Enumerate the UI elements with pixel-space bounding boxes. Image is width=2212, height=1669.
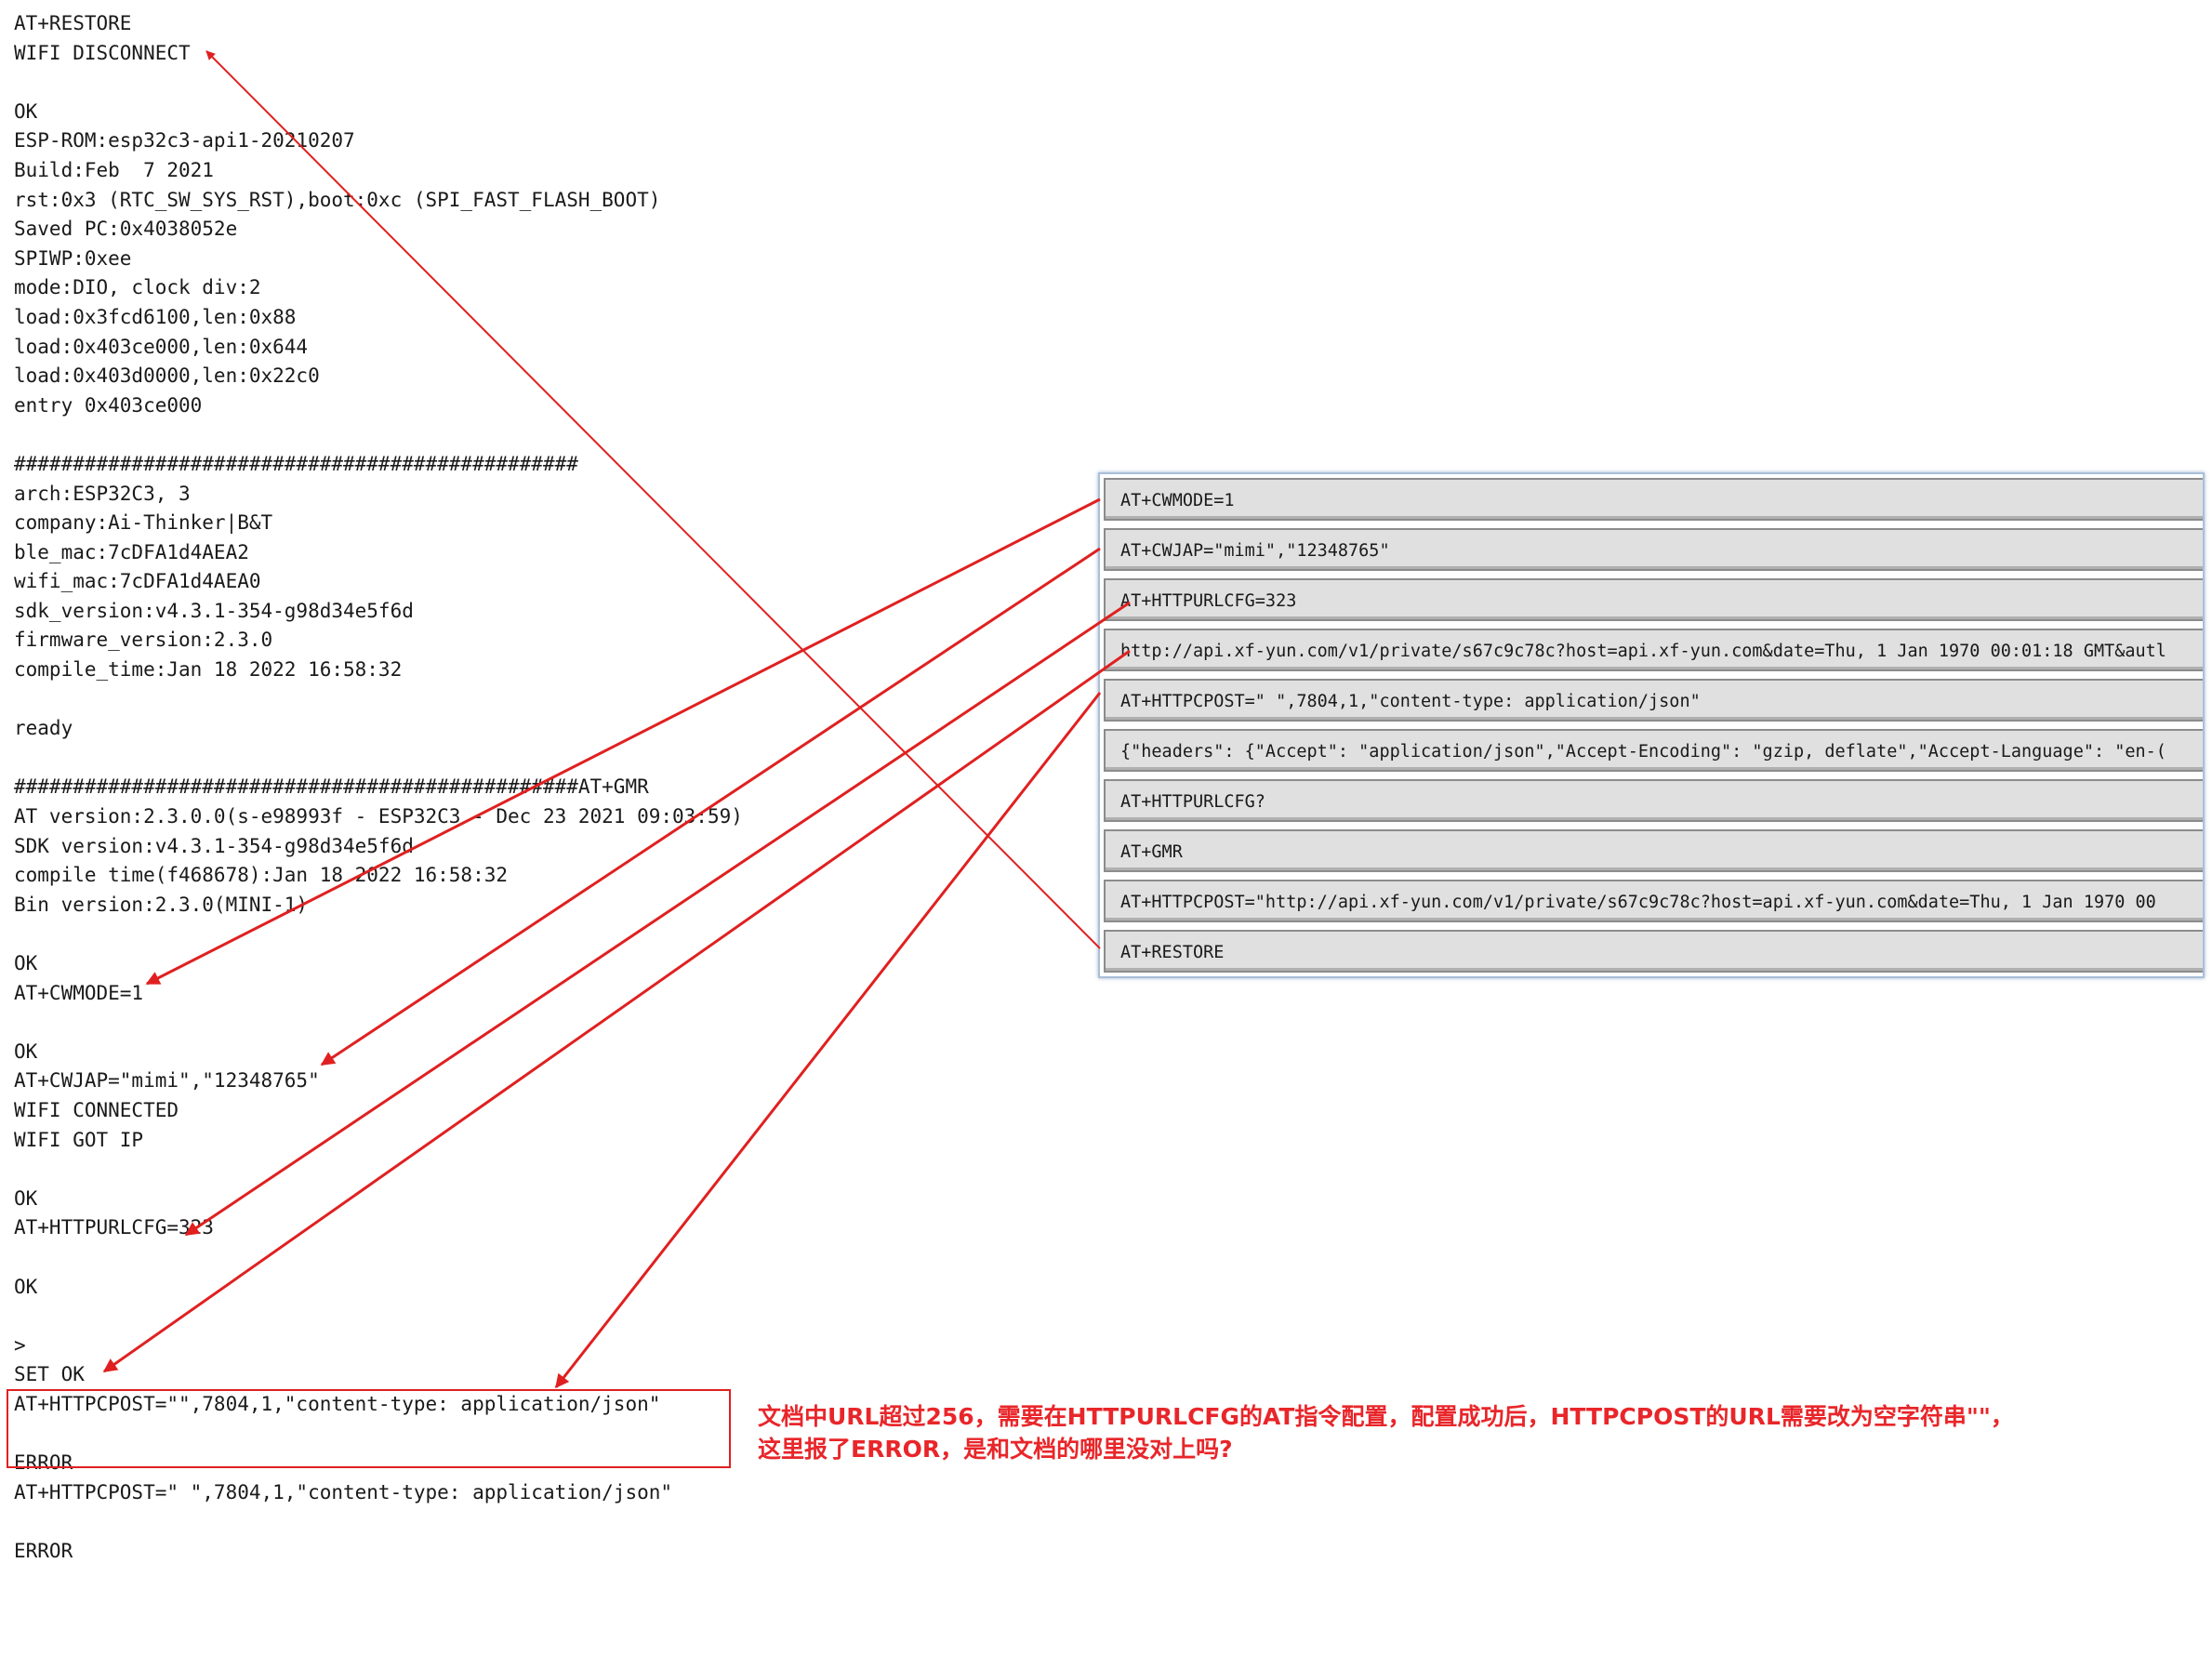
log-line: entry 0x403ce000 bbox=[14, 393, 203, 417]
log-line: load:0x403ce000,len:0x644 bbox=[14, 335, 309, 358]
log-line: SPIWP:0xee bbox=[14, 246, 132, 270]
command-row[interactable]: AT+HTTPURLCFG? bbox=[1104, 779, 2203, 822]
log-line: WIFI DISCONNECT bbox=[14, 41, 191, 64]
log-line: OK bbox=[14, 99, 38, 123]
log-line: mode:DIO, clock div:2 bbox=[14, 276, 261, 299]
log-line: ########################################… bbox=[14, 452, 578, 475]
log-line: WIFI GOT IP bbox=[14, 1128, 144, 1151]
command-row[interactable]: {"headers": {"Accept": "application/json… bbox=[1104, 729, 2203, 772]
command-row[interactable]: AT+HTTPCPOST=" ",7804,1,"content-type: a… bbox=[1104, 679, 2203, 722]
command-row[interactable]: AT+HTTPURLCFG=323 bbox=[1104, 578, 2203, 621]
log-line: OK bbox=[14, 1186, 38, 1210]
log-line: Saved PC:0x4038052e bbox=[14, 218, 238, 241]
log-line bbox=[14, 920, 743, 949]
log-line: AT+RESTORE bbox=[14, 12, 132, 34]
log-line: load:0x3fcd6100,len:0x88 bbox=[14, 305, 297, 328]
annotation-line-1: 文档中URL超过256，需要在HTTPURLCFG的AT指令配置，配置成功后，H… bbox=[758, 1403, 2014, 1430]
error-highlight-box bbox=[7, 1389, 731, 1468]
log-line: ready bbox=[14, 717, 73, 740]
command-row[interactable]: AT+CWMODE=1 bbox=[1104, 478, 2203, 521]
log-line bbox=[14, 685, 743, 715]
log-line bbox=[14, 1155, 743, 1185]
log-line: firmware_version:2.3.0 bbox=[14, 629, 273, 652]
log-line bbox=[14, 1302, 743, 1331]
log-line: AT+HTTPURLCFG=323 bbox=[14, 1216, 214, 1239]
log-line: arch:ESP32C3, 3 bbox=[14, 482, 191, 505]
log-line: load:0x403d0000,len:0x22c0 bbox=[14, 364, 320, 388]
command-row[interactable]: AT+HTTPCPOST="http://api.xf-yun.com/v1/p… bbox=[1104, 880, 2203, 922]
log-line: company:Ai-Thinker|B&T bbox=[14, 511, 273, 535]
log-line: OK bbox=[14, 1040, 38, 1063]
log-line: compile time(f468678):Jan 18 2022 16:58:… bbox=[14, 864, 509, 887]
question-annotation: 文档中URL超过256，需要在HTTPURLCFG的AT指令配置，配置成功后，H… bbox=[758, 1400, 2014, 1465]
command-row[interactable]: AT+GMR bbox=[1104, 829, 2203, 872]
log-line: Build:Feb 7 2021 bbox=[14, 158, 214, 181]
log-line: ########################################… bbox=[14, 775, 649, 799]
log-line bbox=[14, 1243, 743, 1273]
log-line: AT version:2.3.0.0(s-e98993f - ESP32C3 -… bbox=[14, 805, 743, 828]
log-line bbox=[14, 68, 743, 98]
log-line: AT+HTTPCPOST=" ",7804,1,"content-type: a… bbox=[14, 1480, 673, 1503]
log-line bbox=[14, 1008, 743, 1038]
log-line: compile_time:Jan 18 2022 16:58:32 bbox=[14, 658, 403, 682]
log-line bbox=[14, 1507, 743, 1537]
log-line: wifi_mac:7cDFA1d4AEA0 bbox=[14, 570, 261, 593]
command-row[interactable]: AT+CWJAP="mimi","12348765" bbox=[1104, 528, 2203, 571]
log-line: > bbox=[14, 1333, 26, 1357]
command-row[interactable]: AT+RESTORE bbox=[1104, 930, 2203, 973]
annotation-line-2: 这里报了ERROR，是和文档的哪里没对上吗? bbox=[758, 1436, 1233, 1463]
log-line: rst:0x3 (RTC_SW_SYS_RST),boot:0xc (SPI_F… bbox=[14, 188, 661, 211]
log-line: WIFI CONNECTED bbox=[14, 1098, 179, 1121]
log-line: ERROR bbox=[14, 1451, 73, 1475]
log-line: AT+HTTPCPOST="",7804,1,"content-type: ap… bbox=[14, 1392, 661, 1415]
log-line: ESP-ROM:esp32c3-api1-20210207 bbox=[14, 129, 355, 152]
log-line: AT+CWJAP="mimi","12348765" bbox=[14, 1069, 320, 1093]
log-line: ble_mac:7cDFA1d4AEA2 bbox=[14, 540, 249, 563]
log-line: Bin version:2.3.0(MINI-1) bbox=[14, 893, 309, 916]
command-row[interactable]: http://api.xf-yun.com/v1/private/s67c9c7… bbox=[1104, 629, 2203, 671]
log-line: OK bbox=[14, 952, 38, 974]
log-line: SDK version:v4.3.1-354-g98d34e5f6d bbox=[14, 834, 414, 857]
log-line: OK bbox=[14, 1275, 38, 1298]
log-line bbox=[14, 744, 743, 774]
serial-log: AT+RESTORE WIFI DISCONNECT OK ESP-ROM:esp32… bbox=[14, 9, 743, 1566]
log-line: SET OK bbox=[14, 1363, 85, 1386]
log-line: sdk_version:v4.3.1-354-g98d34e5f6d bbox=[14, 599, 414, 622]
log-line bbox=[14, 420, 743, 450]
log-line: ERROR bbox=[14, 1539, 73, 1562]
log-line: AT+CWMODE=1 bbox=[14, 981, 144, 1004]
